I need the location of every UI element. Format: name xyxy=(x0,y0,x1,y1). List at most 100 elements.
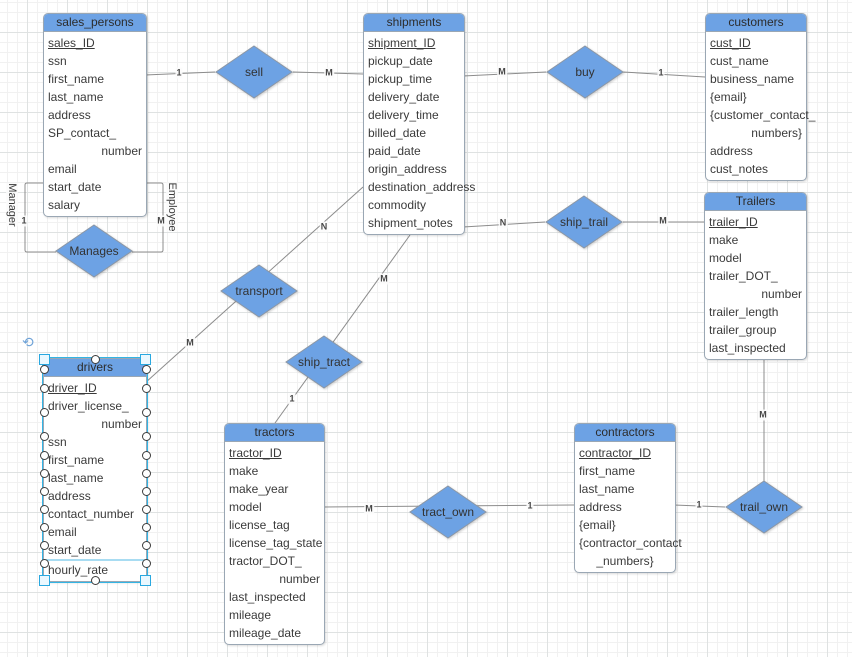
cardinality-sell-1[interactable]: 1 xyxy=(175,67,183,79)
connection-point[interactable] xyxy=(142,469,151,478)
cardinality-tract-own-m[interactable]: M xyxy=(364,503,374,515)
connection-point[interactable] xyxy=(142,451,151,460)
attribute-row[interactable]: SP_contact_number xyxy=(44,124,146,160)
attribute-row[interactable]: delivery_time xyxy=(364,106,464,124)
cardinality-trail-own-1[interactable]: 1 xyxy=(695,499,703,511)
attribute-row[interactable]: address xyxy=(44,487,146,505)
connection-point[interactable] xyxy=(40,523,49,532)
attribute-row[interactable]: origin_address xyxy=(364,160,464,178)
selection-handle-ne[interactable] xyxy=(140,354,151,365)
attribute-row[interactable]: email xyxy=(44,160,146,178)
connection-point[interactable] xyxy=(142,541,151,550)
cardinality-ship-tract-1[interactable]: 1 xyxy=(288,393,296,405)
relationship-ship-trail[interactable]: ship_trail xyxy=(545,195,623,249)
attribute-row[interactable]: mileage xyxy=(225,606,324,624)
attribute-row[interactable]: ssn xyxy=(44,433,146,451)
attribute-row[interactable]: {contractor_contact_numbers} xyxy=(575,534,682,570)
attribute-row[interactable]: hourly_rate xyxy=(44,559,146,579)
attribute-row[interactable]: first_name xyxy=(575,462,675,480)
connection-point[interactable] xyxy=(142,408,151,417)
connection-point[interactable] xyxy=(91,355,100,364)
cardinality-transport-m[interactable]: M xyxy=(185,337,195,349)
attribute-row[interactable]: shipment_notes xyxy=(364,214,464,232)
relationship-trail-own[interactable]: trail_own xyxy=(725,480,803,534)
entity-title[interactable]: customers xyxy=(706,14,806,32)
cardinality-manages-1[interactable]: 1 xyxy=(20,215,28,227)
relationship-sell[interactable]: sell xyxy=(215,45,293,99)
relationship-ship-tract[interactable]: ship_tract xyxy=(285,335,363,389)
attribute-row[interactable]: delivery_date xyxy=(364,88,464,106)
cardinality-buy-1[interactable]: 1 xyxy=(657,67,665,79)
entity-title[interactable]: shipments xyxy=(364,14,464,32)
attribute-row[interactable]: driver_ID xyxy=(44,379,146,397)
entity-title[interactable]: Trailers xyxy=(705,193,806,211)
selection-handle-nw[interactable] xyxy=(39,354,50,365)
connection-point[interactable] xyxy=(40,384,49,393)
entity-title[interactable]: tractors xyxy=(225,424,324,442)
attribute-row[interactable]: last_name xyxy=(575,480,675,498)
entity-title[interactable]: drivers xyxy=(44,359,146,377)
connection-point[interactable] xyxy=(40,559,49,568)
connection-point[interactable] xyxy=(142,432,151,441)
relationship-manages[interactable]: Manages xyxy=(55,224,133,278)
cardinality-sell-m[interactable]: M xyxy=(324,67,334,79)
attribute-row[interactable]: salary xyxy=(44,196,146,214)
attribute-row[interactable]: model xyxy=(705,249,806,267)
connection-point[interactable] xyxy=(40,408,49,417)
cardinality-trail-own-m[interactable]: M xyxy=(758,409,768,421)
attribute-row[interactable]: commodity xyxy=(364,196,464,214)
role-label-manager[interactable]: Manager xyxy=(6,183,18,227)
attribute-row[interactable]: last_inspected xyxy=(705,339,806,357)
connection-point[interactable] xyxy=(40,487,49,496)
attribute-row[interactable]: first_name xyxy=(44,70,146,88)
attribute-row[interactable]: address xyxy=(44,106,146,124)
attribute-row[interactable]: paid_date xyxy=(364,142,464,160)
attribute-row[interactable]: trailer_group xyxy=(705,321,806,339)
role-label-employee[interactable]: Employee xyxy=(166,182,178,232)
connection-point[interactable] xyxy=(40,505,49,514)
attribute-row[interactable]: trailer_DOT_number xyxy=(705,267,806,303)
attribute-row[interactable]: trailer_length xyxy=(705,303,806,321)
attribute-row[interactable]: make xyxy=(705,231,806,249)
attribute-row[interactable]: pickup_time xyxy=(364,70,464,88)
cardinality-ship-trail-m[interactable]: M xyxy=(658,215,668,227)
attribute-row[interactable]: last_name xyxy=(44,88,146,106)
attribute-row[interactable]: contractor_ID xyxy=(575,444,675,462)
connection-point[interactable] xyxy=(40,432,49,441)
connection-point[interactable] xyxy=(40,469,49,478)
attribute-row[interactable]: model xyxy=(225,498,324,516)
cardinality-ship-tract-m[interactable]: M xyxy=(379,273,389,285)
attribute-row[interactable]: destination_address xyxy=(364,178,475,196)
relationship-transport[interactable]: transport xyxy=(220,264,298,318)
connection-point[interactable] xyxy=(91,576,100,585)
attribute-row[interactable]: cust_ID xyxy=(706,34,806,52)
attribute-row[interactable]: billed_date xyxy=(364,124,464,142)
attribute-row[interactable]: make_year xyxy=(225,480,324,498)
attribute-row[interactable]: ssn xyxy=(44,52,146,70)
attribute-row[interactable]: cust_notes xyxy=(706,160,806,178)
connection-point[interactable] xyxy=(142,365,151,374)
attribute-row[interactable]: {customer_contact_numbers} xyxy=(706,106,815,142)
attribute-row[interactable]: driver_license_number xyxy=(44,397,146,433)
attribute-row[interactable]: business_name xyxy=(706,70,806,88)
entity-title[interactable]: sales_persons xyxy=(44,14,146,32)
connection-point[interactable] xyxy=(40,451,49,460)
attribute-row[interactable]: tractor_ID xyxy=(225,444,324,462)
relationship-buy[interactable]: buy xyxy=(546,45,624,99)
selection-handle-sw[interactable] xyxy=(39,575,50,586)
attribute-row[interactable]: cust_name xyxy=(706,52,806,70)
cardinality-ship-trail-n[interactable]: N xyxy=(498,217,508,229)
attribute-row[interactable]: license_tag xyxy=(225,516,324,534)
rotate-handle-icon[interactable]: ⟲ xyxy=(22,334,34,350)
attribute-row[interactable]: mileage_date xyxy=(225,624,324,642)
attribute-row[interactable]: start_date xyxy=(44,178,146,196)
cardinality-tract-own-1[interactable]: 1 xyxy=(526,500,534,512)
attribute-row[interactable]: email xyxy=(44,523,146,541)
connection-point[interactable] xyxy=(142,559,151,568)
attribute-row[interactable]: first_name xyxy=(44,451,146,469)
